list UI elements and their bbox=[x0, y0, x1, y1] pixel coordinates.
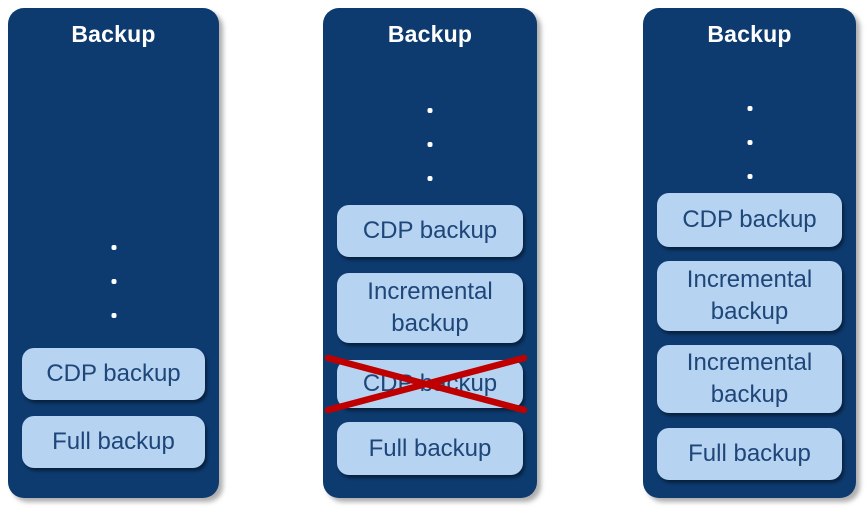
dot bbox=[747, 140, 752, 145]
panel-title: Backup bbox=[707, 21, 792, 47]
ellipsis-dots bbox=[747, 106, 752, 179]
backup-item-cdp: CDP backup bbox=[22, 348, 205, 400]
backup-panel-2: Backup CDP backup Incremental backup CDP… bbox=[323, 8, 537, 498]
dot bbox=[747, 106, 752, 111]
backup-item-incremental: Incremental backup bbox=[337, 273, 523, 343]
backup-panel-1: Backup CDP backup Full backup bbox=[8, 8, 219, 498]
ellipsis-dots bbox=[111, 245, 116, 318]
ellipsis-dots bbox=[427, 108, 433, 181]
backup-item-cdp: CDP backup bbox=[337, 205, 523, 257]
backup-item-full: Full backup bbox=[22, 416, 205, 468]
dot bbox=[427, 142, 433, 147]
dot bbox=[427, 108, 433, 113]
dot bbox=[747, 174, 752, 179]
backup-item-cdp: CDP backup bbox=[657, 193, 842, 247]
panel-title: Backup bbox=[71, 21, 156, 47]
panel-title: Backup bbox=[387, 21, 473, 47]
dot bbox=[111, 245, 116, 250]
backup-item-incremental: Incremental backup bbox=[657, 345, 842, 413]
backup-panel-3: Backup CDP backup Incremental backup Inc… bbox=[643, 8, 856, 498]
backup-item-cdp-crossed: CDP backup bbox=[337, 360, 523, 408]
backup-item-full: Full backup bbox=[337, 422, 523, 475]
backup-item-full: Full backup bbox=[657, 428, 842, 480]
dot bbox=[111, 313, 116, 318]
dot bbox=[427, 176, 433, 181]
dot bbox=[111, 279, 116, 284]
backup-item-incremental: Incremental backup bbox=[657, 261, 842, 331]
